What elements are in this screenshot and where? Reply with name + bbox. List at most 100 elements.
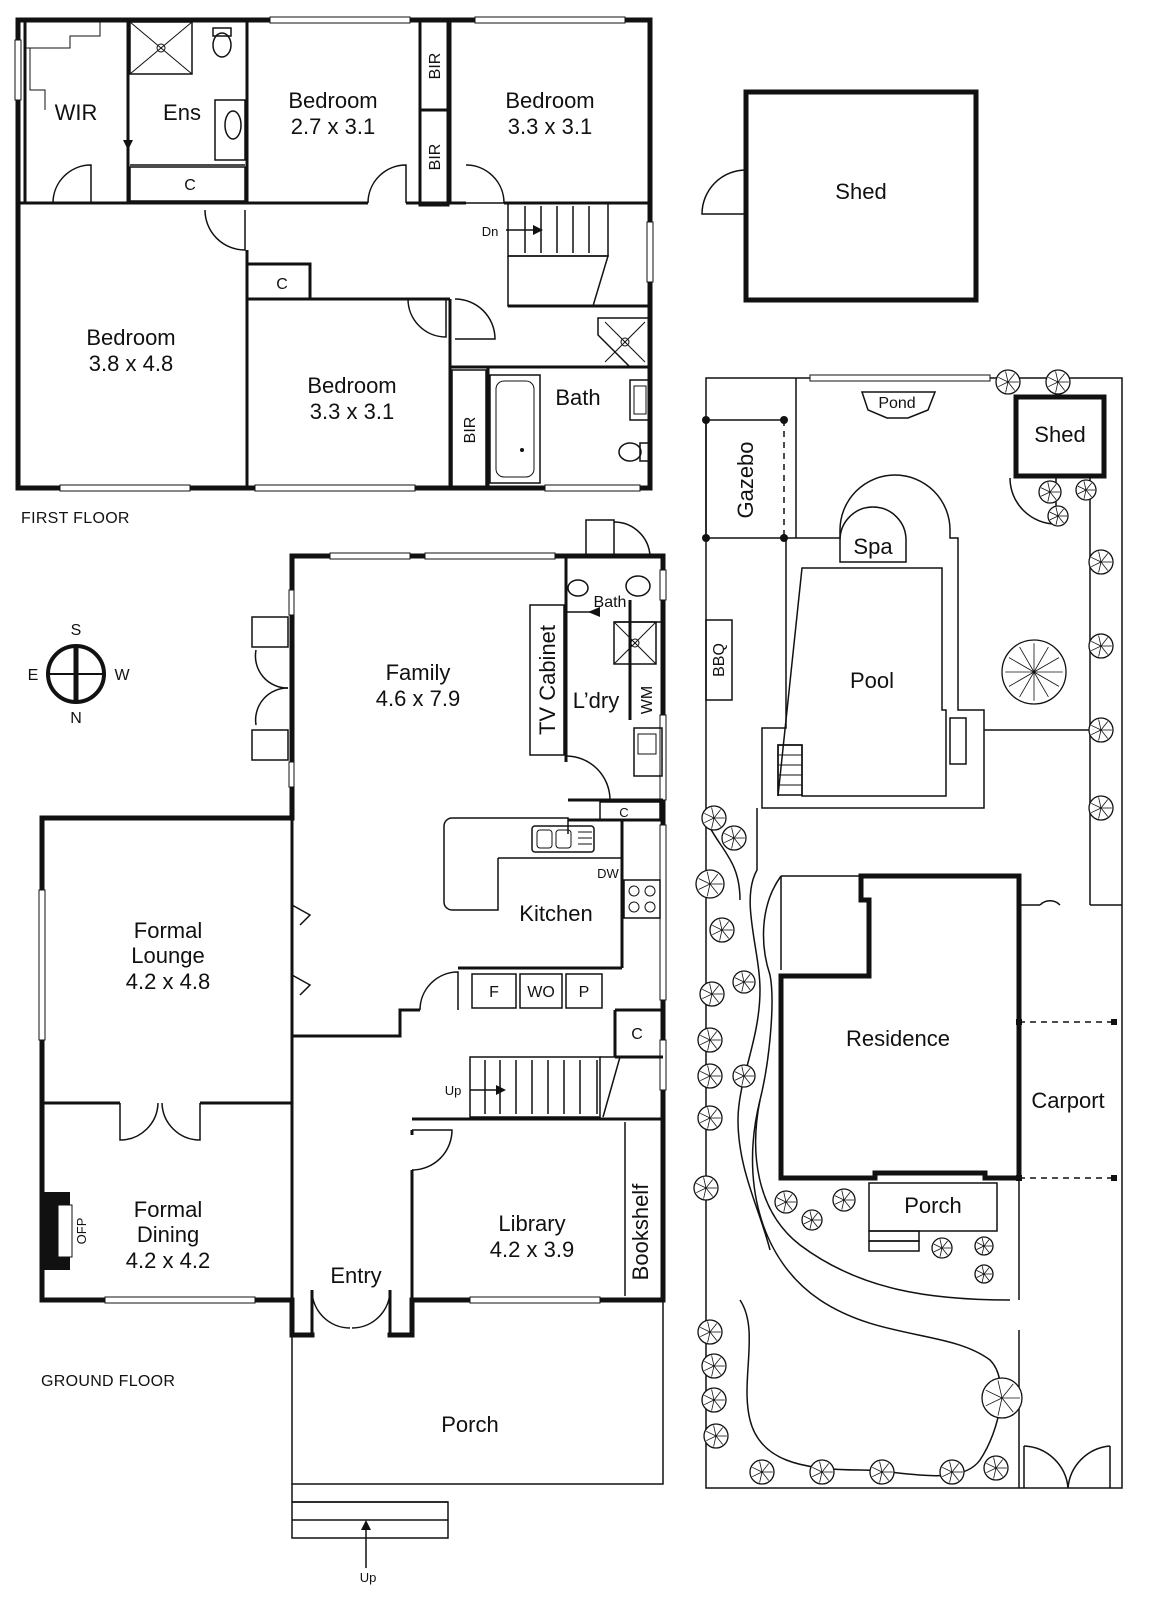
laundry-label: L’dry: [573, 688, 619, 713]
tree-icon: [1001, 639, 1067, 705]
tree-icon: [1088, 717, 1114, 743]
tree-icon: [974, 1264, 994, 1284]
tree-icon: [749, 1459, 775, 1485]
ofp-label: OFP: [74, 1218, 89, 1245]
tree-icon: [974, 1236, 994, 1256]
bedroom-c-name: Bedroom: [86, 325, 175, 350]
tree-icon: [701, 1353, 727, 1379]
tree-icon: [939, 1459, 965, 1485]
porch-label-ground: Porch: [441, 1412, 498, 1437]
tree-icon: [1047, 505, 1069, 527]
compass-e: E: [28, 667, 39, 684]
formal-lounge-line2: Lounge: [131, 943, 204, 968]
kitchen-label: Kitchen: [519, 901, 592, 926]
bedroom-a-name: Bedroom: [288, 88, 377, 113]
bath-label-ground: Bath: [594, 594, 627, 611]
formal-dining-size: 4.2 x 4.2: [126, 1248, 210, 1273]
tree-icon: [701, 1387, 727, 1413]
shed-top-label: Shed: [835, 179, 886, 204]
tree-icon: [983, 1455, 1009, 1481]
tree-icon: [697, 1105, 723, 1131]
carport-label: Carport: [1031, 1088, 1104, 1113]
bedroom-b-size: 3.3 x 3.1: [508, 114, 592, 139]
site-plan: Pond Shed Gazebo BBQ Spa Pool: [702, 374, 1123, 1489]
tree-icon: [732, 970, 756, 994]
tree-icon: [1088, 549, 1114, 575]
c-label-first-2: C: [276, 276, 288, 293]
bedroom-d-size: 3.3 x 3.1: [310, 399, 394, 424]
tree-icon: [995, 369, 1021, 395]
bookshelf-label: Bookshelf: [628, 1183, 653, 1281]
formal-dining-line2: Dining: [137, 1222, 199, 1247]
bir-label-1: BIR: [427, 53, 444, 80]
bedroom-b-name: Bedroom: [505, 88, 594, 113]
tree-icon: [801, 1209, 823, 1231]
pantry-label: P: [579, 984, 590, 1001]
tree-icon: [1088, 795, 1114, 821]
bath-label-first: Bath: [555, 385, 600, 410]
c-label-stair: C: [631, 1026, 643, 1043]
family-name: Family: [386, 660, 451, 685]
tree-icon: [1088, 633, 1114, 659]
wall-oven-label: WO: [527, 984, 555, 1001]
fridge-label: F: [489, 984, 499, 1001]
tree-icon: [697, 1063, 723, 1089]
pond-label: Pond: [878, 395, 915, 412]
compass-w: W: [114, 667, 130, 684]
tree-icon: [699, 981, 725, 1007]
tree-icon: [981, 1377, 1023, 1419]
garden-trees: [693, 369, 1114, 1485]
ground-floor-caption: GROUND FLOOR: [41, 1373, 175, 1390]
tree-icon: [701, 805, 727, 831]
library-size: 4.2 x 3.9: [490, 1237, 574, 1262]
c-label-laundry: C: [619, 805, 628, 820]
tree-icon: [695, 869, 725, 899]
bbq-label: BBQ: [711, 643, 728, 677]
compass-n: N: [70, 710, 82, 727]
tree-icon: [697, 1319, 723, 1345]
spa-label: Spa: [853, 534, 893, 559]
tree-icon: [931, 1237, 953, 1259]
compass: S E W N: [28, 622, 131, 727]
tree-icon: [721, 825, 747, 851]
wm-label: WM: [639, 686, 656, 714]
residence-label: Residence: [846, 1026, 950, 1051]
shed-small-label: Shed: [1034, 422, 1085, 447]
tree-icon: [1038, 480, 1062, 504]
ens-label: Ens: [163, 100, 201, 125]
first-floor-caption: FIRST FLOOR: [21, 510, 130, 527]
family-size: 4.6 x 7.9: [376, 686, 460, 711]
first-floor-plan: WIR Ens C C Bedroom 2.7 x 3.1 Bedroom 3.…: [14, 16, 654, 527]
up-label-porch: Up: [360, 1570, 377, 1585]
dn-label: Dn: [482, 224, 499, 239]
tree-icon: [697, 1027, 723, 1053]
tree-icon: [809, 1459, 835, 1485]
tree-icon: [693, 1175, 719, 1201]
formal-lounge-line1: Formal: [134, 918, 202, 943]
dw-label: DW: [597, 866, 619, 881]
tree-icon: [1045, 369, 1071, 395]
bir-label-3: BIR: [462, 417, 479, 444]
formal-dining-line1: Formal: [134, 1197, 202, 1222]
gazebo-label: Gazebo: [733, 441, 758, 518]
shed-building: Shed: [701, 89, 979, 303]
library-name: Library: [498, 1211, 565, 1236]
bir-label-2: BIR: [427, 144, 444, 171]
wir-label: WIR: [55, 100, 98, 125]
tree-icon: [1075, 479, 1097, 501]
porch-label-site: Porch: [904, 1193, 961, 1218]
tree-icon: [832, 1188, 856, 1212]
bedroom-c-size: 3.8 x 4.8: [89, 351, 173, 376]
tree-icon: [732, 1064, 756, 1088]
c-label-first-1: C: [184, 177, 196, 194]
pool-label: Pool: [850, 668, 894, 693]
ground-floor-plan: Family 4.6 x 7.9 TV Cabinet L’dry WM Bat…: [38, 519, 667, 1585]
tree-icon: [703, 1423, 729, 1449]
tv-cabinet-label: TV Cabinet: [535, 625, 560, 735]
formal-lounge-size: 4.2 x 4.8: [126, 969, 210, 994]
compass-s: S: [71, 622, 82, 639]
bedroom-a-size: 2.7 x 3.1: [291, 114, 375, 139]
up-label-stair: Up: [445, 1083, 462, 1098]
tree-icon: [709, 917, 735, 943]
entry-label: Entry: [330, 1263, 381, 1288]
